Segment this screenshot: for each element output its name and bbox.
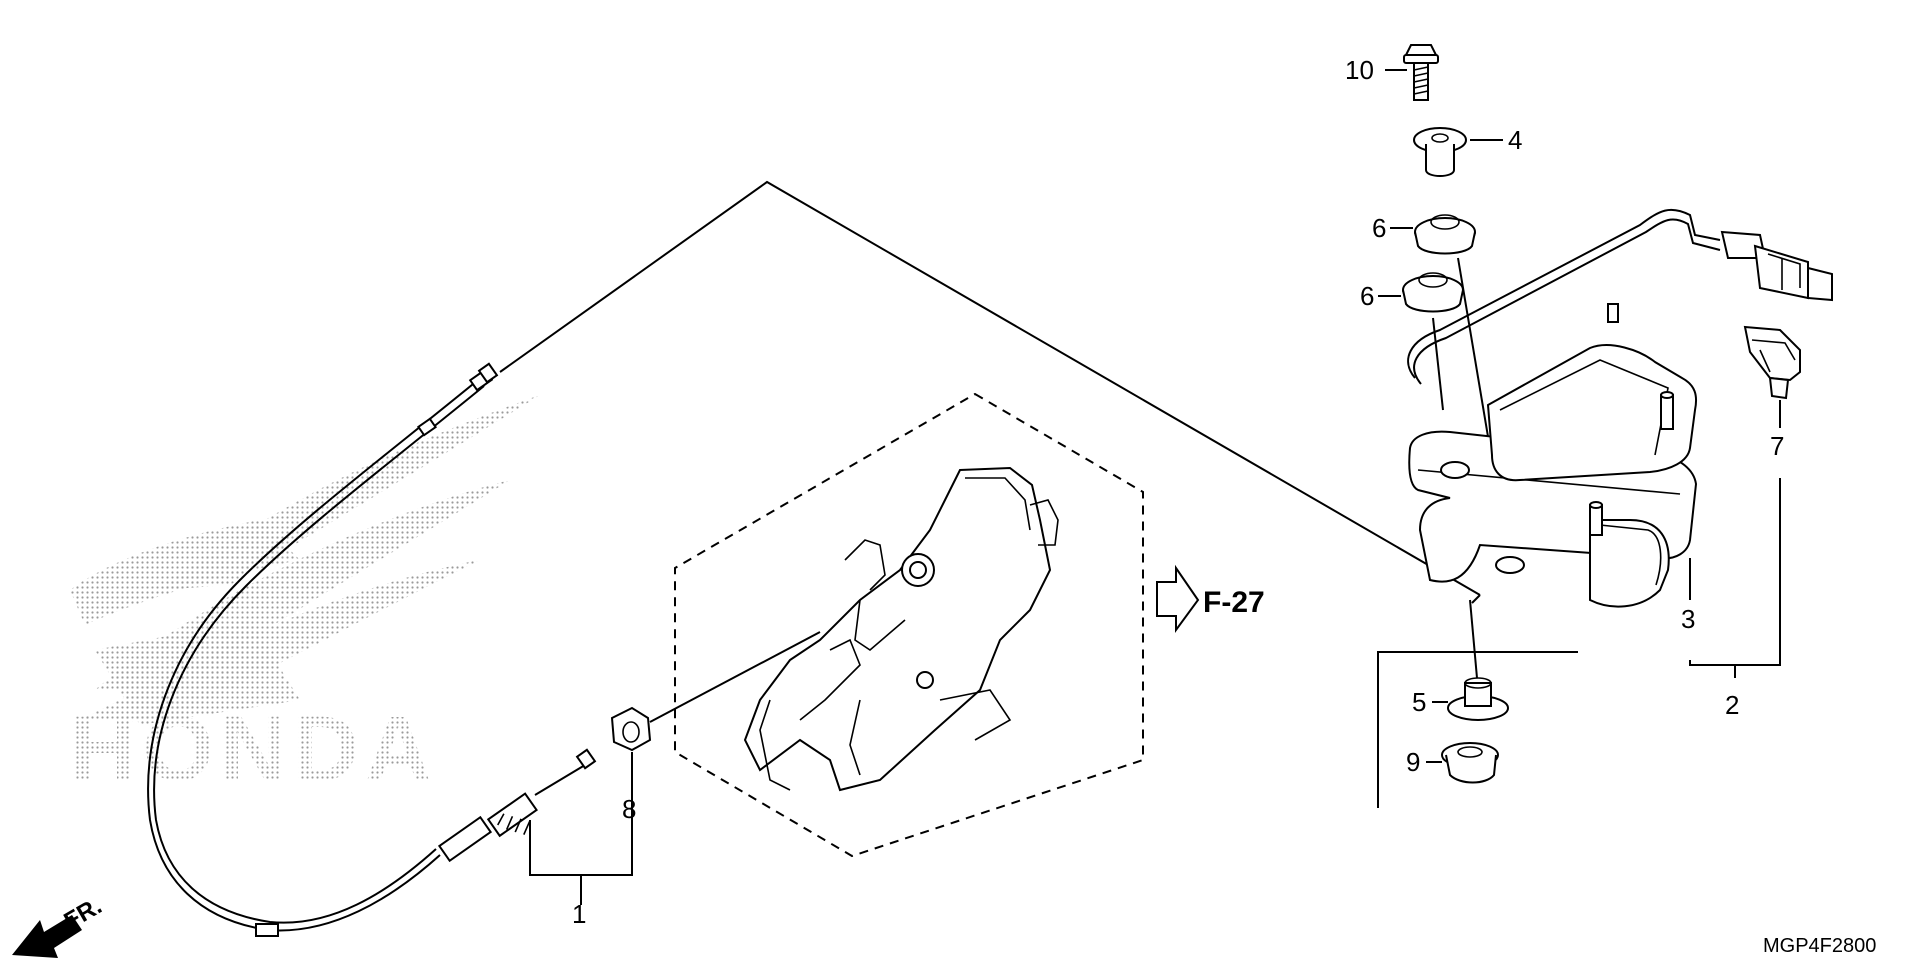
callout-1: 1 xyxy=(572,899,586,929)
callout-6-upper: 6 xyxy=(1372,213,1386,243)
callout-9: 9 xyxy=(1406,747,1420,777)
callout-8: 8 xyxy=(622,794,636,824)
nut-part-9 xyxy=(1441,742,1499,784)
honda-lettering-watermark: HONDA xyxy=(70,698,437,800)
collar-part-4 xyxy=(1413,127,1467,177)
nut-part-8 xyxy=(610,706,652,752)
callout-leaders xyxy=(529,69,1781,905)
honda-wing-watermark xyxy=(70,395,540,725)
servo-motor-part-3 xyxy=(1407,208,1833,608)
frame-bracket-drawing xyxy=(743,466,1059,792)
assembly-leader xyxy=(1432,317,1444,411)
callout-2: 2 xyxy=(1725,690,1739,720)
assembly-leader xyxy=(649,631,821,723)
callout-7: 7 xyxy=(1770,431,1784,461)
front-direction-arrow-icon xyxy=(12,915,82,958)
frame-edge-line xyxy=(1377,651,1578,808)
callout-10: 10 xyxy=(1345,55,1374,85)
callout-4: 4 xyxy=(1508,125,1522,155)
svg-text:HONDA: HONDA xyxy=(70,698,437,800)
grommet-part-6-upper xyxy=(1414,214,1476,255)
assembly-leader xyxy=(499,180,1481,596)
callout-6-lower: 6 xyxy=(1360,281,1374,311)
callout-5: 5 xyxy=(1412,687,1426,717)
assembly-leader xyxy=(1469,599,1478,679)
outline-right-arrow-icon xyxy=(1156,564,1200,634)
callout-3: 3 xyxy=(1681,604,1695,634)
cable-assembly xyxy=(147,362,597,937)
frame-reference-outline xyxy=(674,392,1144,858)
diagram-code: MGP4F2800 xyxy=(1763,935,1876,957)
collar-part-5 xyxy=(1447,677,1509,721)
grommet-part-6-lower xyxy=(1402,272,1464,313)
bolt-part-10 xyxy=(1403,44,1439,101)
reference-label[interactable]: F-27 xyxy=(1203,586,1265,619)
assembly-leader xyxy=(1471,594,1481,604)
